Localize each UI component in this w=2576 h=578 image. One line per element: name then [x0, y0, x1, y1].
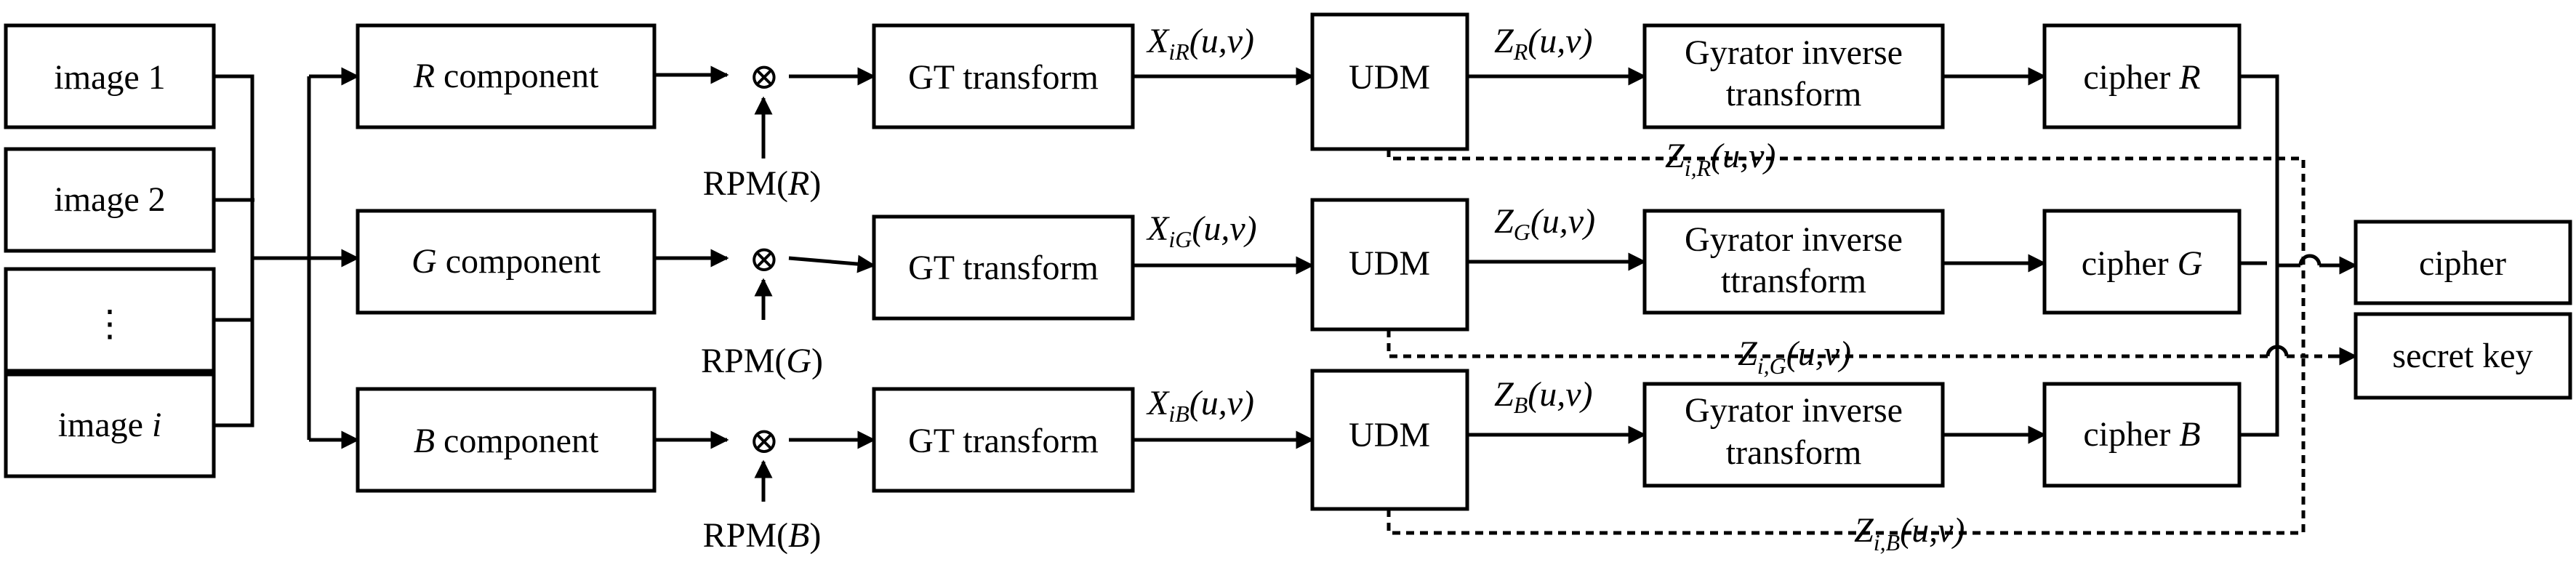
cipher-b-box	[2042, 382, 2242, 488]
rpm-r-label: RPM(R)	[703, 164, 822, 203]
input-ellipsis-box	[4, 267, 216, 373]
gyrator-inverse-r-line1: Gyrator inverse	[1685, 33, 1903, 72]
rpm-g-label: RPM(G)	[701, 342, 823, 380]
input-image-ellipsis: ⋮	[4, 267, 216, 373]
gyrator-inverse-g-line1: Gyrator inverse	[1685, 220, 1903, 259]
cipher-output-box	[2354, 220, 2572, 305]
cipher-g: cipher G	[2042, 209, 2242, 315]
x-signal-g: XiG(u,v)	[1146, 209, 1257, 252]
udm-b-box	[1310, 369, 1469, 511]
input-image-i-label: image i	[58, 406, 162, 444]
gt-transform-g-box	[872, 214, 1135, 321]
cipher-b-label: cipher B	[2083, 415, 2200, 454]
gyrator-inverse-b-line2: transform	[1726, 433, 1862, 472]
input-image-2-box	[4, 147, 216, 253]
cipher-jump-arc	[2298, 254, 2322, 266]
z-signal-b: ZB(u,v)	[1494, 375, 1593, 418]
gyrator-inverse-b-line1: Gyrator inverse	[1685, 391, 1903, 430]
gyrator-inverse-b-box	[1642, 382, 1945, 488]
key-signal-g: Zi,G(u,v)	[1738, 334, 1851, 379]
input-image-1-box	[4, 23, 216, 129]
input-image-1: image 1	[4, 23, 216, 129]
b-component-box	[356, 387, 657, 493]
cipher-g-label: cipher G	[2082, 244, 2203, 283]
input-image-i-box	[4, 372, 216, 478]
r-component: R component	[356, 23, 657, 129]
gt-transform-r-label: GT transform	[908, 58, 1099, 97]
gt-transform-r-box	[872, 23, 1135, 129]
secret-key-output: secret key	[2354, 312, 2572, 400]
multiplier-r: ⊗	[749, 56, 779, 97]
udm-g-label: UDM	[1349, 244, 1430, 283]
z-signal-g: ZG(u,v)	[1494, 202, 1595, 245]
cipher-r-box	[2042, 23, 2242, 129]
cipher-output-label: cipher	[2419, 244, 2506, 283]
x-signal-r: XiR(u,v)	[1146, 22, 1254, 65]
udm-b-label: UDM	[1349, 416, 1430, 454]
gyrator-inverse-g-box	[1642, 209, 1945, 315]
input-image-i: image i	[4, 372, 216, 478]
secret-key-output-label: secret key	[2392, 337, 2532, 375]
gyrator-inverse-g-line2: ttransform	[1721, 262, 1866, 300]
key-jump-arc	[2266, 345, 2289, 357]
gt-transform-b-box	[872, 387, 1135, 493]
rpm-b-label: RPM(B)	[703, 516, 822, 555]
secret-key-output-box	[2354, 312, 2572, 400]
key-signal-r: Zi,R(u,v)	[1665, 137, 1775, 181]
b-component-label: B component	[414, 422, 599, 460]
gt-transform-r: GT transform	[872, 23, 1135, 129]
g-component-label: G component	[412, 242, 601, 281]
gt-transform-g: GT transform	[872, 214, 1135, 321]
cipher-output: cipher	[2354, 220, 2572, 305]
gyrator-inverse-g: Gyrator inverse ttransform	[1642, 209, 1945, 315]
input-image-2: image 2	[4, 147, 216, 253]
b-component: B component	[356, 387, 657, 493]
udm-r: UDM	[1310, 12, 1469, 151]
r-component-label: R component	[413, 57, 599, 95]
r-component-box	[356, 23, 657, 129]
ellipsis-label: ⋮	[92, 303, 128, 344]
gyrator-inverse-r: Gyrator inverse transform	[1642, 23, 1945, 129]
input-image-1-label: image 1	[54, 58, 165, 97]
multiplier-g: ⊗	[749, 238, 779, 279]
g-component: G component	[356, 209, 657, 315]
cipher-merge-line	[2239, 74, 2300, 437]
key-path-b	[1387, 356, 2306, 535]
gt-transform-g-label: GT transform	[908, 249, 1099, 287]
key-signal-b: Zi,B(u,v)	[1854, 511, 1965, 555]
input-image-2-label: image 2	[54, 180, 165, 219]
cipher-r: cipher R	[2042, 23, 2242, 129]
key-path-r	[1387, 149, 2350, 358]
gt-transform-b-label: GT transform	[908, 422, 1099, 460]
gyrator-inverse-r-box	[1642, 23, 1945, 129]
udm-g-box	[1310, 198, 1469, 332]
z-signal-r: ZR(u,v)	[1494, 22, 1593, 65]
udm-b: UDM	[1310, 369, 1469, 511]
multiplier-b: ⊗	[749, 420, 779, 461]
connectors	[105, 65, 2358, 535]
gyrator-inverse-b: Gyrator inverse transform	[1642, 382, 1945, 488]
udm-r-label: UDM	[1349, 58, 1430, 97]
cipher-r-label: cipher R	[2083, 58, 2200, 97]
udm-g: UDM	[1310, 198, 1469, 332]
x-signal-b: XiB(u,v)	[1146, 384, 1254, 427]
udm-r-box	[1310, 12, 1469, 151]
gt-transform-b: GT transform	[872, 387, 1135, 493]
gyrator-inverse-r-line2: transform	[1726, 75, 1862, 113]
g-component-box	[356, 209, 657, 315]
arrow-multiplier-g-to-gt	[788, 254, 876, 273]
cipher-b: cipher B	[2042, 382, 2242, 488]
key-path-g	[1387, 329, 2268, 358]
cipher-g-box	[2042, 209, 2242, 315]
